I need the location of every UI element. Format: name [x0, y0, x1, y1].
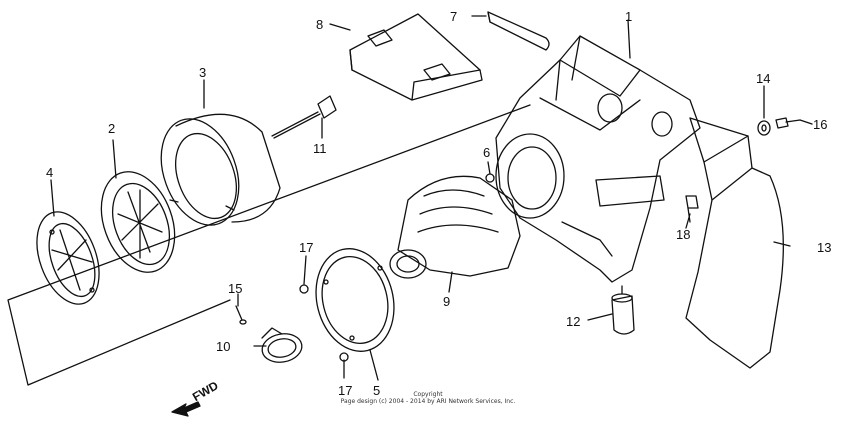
part-label-5[interactable]: 5	[373, 383, 381, 398]
part-label-11[interactable]: 11	[313, 141, 327, 156]
front-plate-part-4	[36, 211, 100, 305]
part-label-10[interactable]: 10	[216, 339, 231, 354]
part-label-1[interactable]: 1	[625, 9, 633, 24]
gasket-part-5	[315, 248, 395, 352]
copyright-notice: Copyright Page design (c) 2004 - 2014 by…	[338, 391, 518, 405]
cover-part-8	[349, 13, 483, 101]
part-label-12[interactable]: 12	[566, 314, 581, 329]
housing-part-1	[495, 35, 701, 283]
part-label-17-upper[interactable]: 17	[299, 240, 314, 255]
part-label-15[interactable]: 15	[228, 281, 243, 296]
part-label-18[interactable]: 18	[676, 227, 691, 242]
part-label-6[interactable]: 6	[483, 145, 491, 160]
clamp-part-10	[261, 327, 303, 363]
intake-tube-part-13	[685, 117, 784, 369]
leader-lines	[50, 15, 813, 381]
screw-part-16	[775, 117, 801, 129]
foam-ring-part-3	[160, 113, 281, 226]
part-label-16[interactable]: 16	[813, 117, 828, 132]
exploded-boundary	[7, 104, 531, 386]
part-label-17-lower[interactable]: 17	[338, 383, 353, 398]
screw-part-15	[235, 305, 247, 325]
nut-part-6	[485, 173, 495, 183]
drain-tube-part-12	[611, 285, 635, 335]
fwd-arrow-icon	[171, 401, 201, 417]
bolt-part-18	[685, 195, 699, 223]
part-label-14[interactable]: 14	[756, 71, 771, 86]
copyright-line-1: Copyright	[413, 391, 443, 398]
wing-bolt-part-11	[271, 95, 337, 139]
part-label-13[interactable]: 13	[817, 240, 832, 255]
strap-part-7	[487, 11, 550, 51]
nut-part-17-upper	[299, 284, 309, 294]
copyright-line-2: Page design (c) 2004 - 2014 by ARI Netwo…	[340, 397, 516, 405]
part-label-3[interactable]: 3	[199, 65, 207, 80]
part-label-2[interactable]: 2	[108, 121, 116, 136]
intake-duct-part-9	[389, 175, 521, 279]
part-label-7[interactable]: 7	[450, 9, 458, 24]
filter-element-part-2	[100, 171, 179, 273]
part-label-9[interactable]: 9	[443, 294, 451, 309]
washer-part-14	[757, 120, 771, 136]
part-label-4[interactable]: 4	[46, 165, 54, 180]
part-label-8[interactable]: 8	[316, 17, 324, 32]
